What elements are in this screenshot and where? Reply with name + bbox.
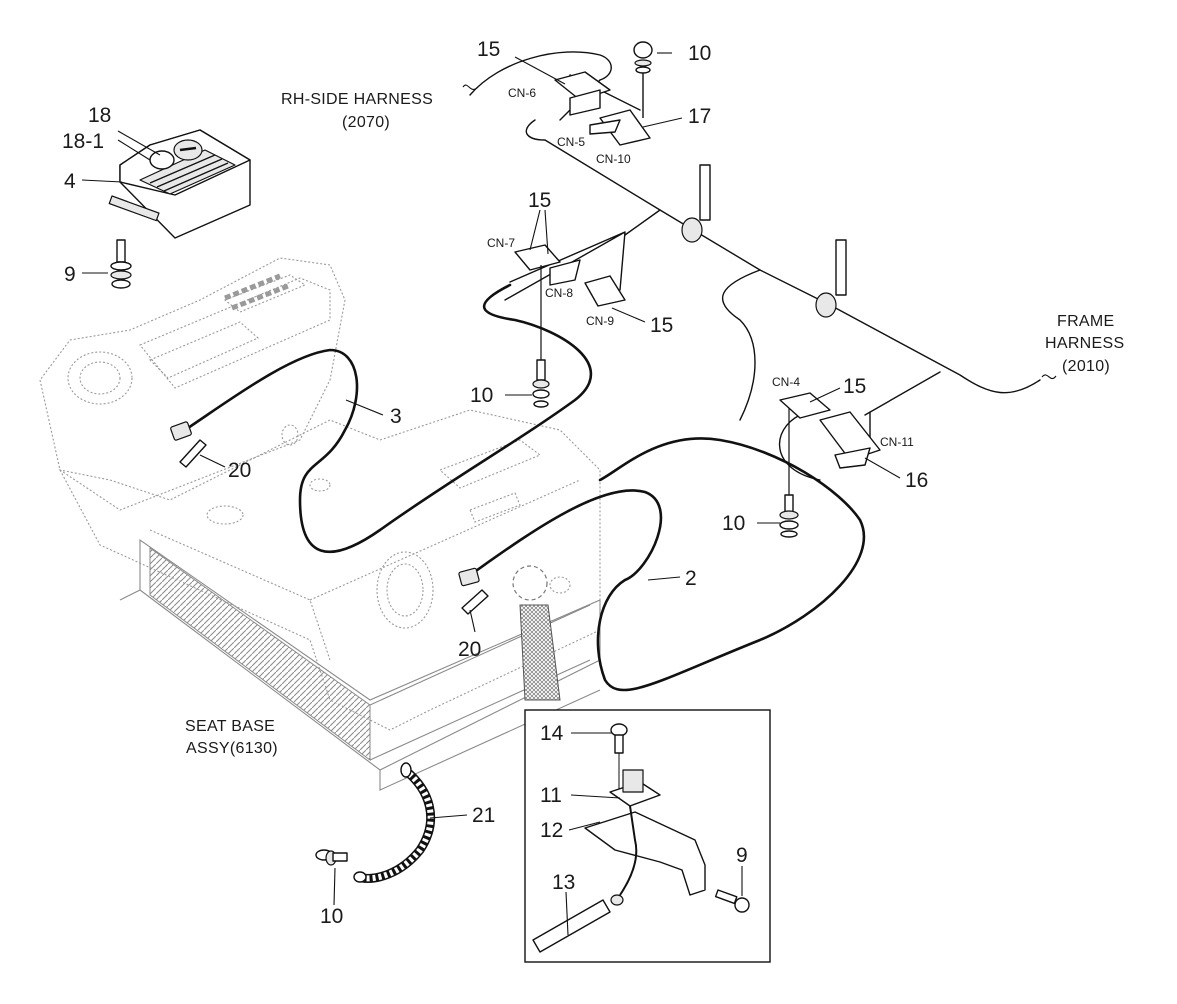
callout-3: 3 [390, 405, 402, 428]
callout-13: 13 [552, 871, 575, 894]
wire-harness-2 [468, 437, 866, 692]
callout-10-bottom: 10 [320, 905, 343, 928]
clip-20-mid [461, 589, 489, 615]
callout-labels: 18 18-1 4 9 15 10 17 15 15 10 3 20 15 16… [62, 38, 928, 928]
ground-strap-21 [353, 762, 436, 883]
callout-9-left: 9 [64, 263, 76, 286]
connector-cn-6: CN-6 [508, 86, 536, 100]
frame-harness-label-2: HARNESS [1045, 335, 1124, 352]
rh-side-harness-code: (2070) [342, 114, 390, 131]
connector-wire-2 [458, 567, 480, 587]
connector-wire-3 [170, 421, 192, 441]
frame-harness-label-1: FRAME [1057, 313, 1115, 330]
inset-seat-switch-detail [524, 709, 771, 963]
callout-20-left: 20 [228, 459, 251, 482]
connector-cn-10: CN-10 [596, 152, 631, 166]
reference-labels: RH-SIDE HARNESS (2070) FRAME HARNESS (20… [185, 91, 1124, 757]
seat-base-label-1: SEAT BASE [185, 718, 275, 735]
clip-20-left [179, 439, 207, 468]
seat-base-label-2: ASSY(6130) [186, 740, 278, 757]
bolt-9-left [110, 239, 132, 289]
callout-10-top: 10 [688, 42, 711, 65]
callout-2: 2 [685, 567, 697, 590]
bracket-cn-mid [514, 244, 626, 307]
rh-side-harness-label: RH-SIDE HARNESS [281, 91, 433, 108]
hidden-connector-outline [512, 565, 548, 601]
callout-15-right: 15 [843, 375, 866, 398]
seat-cushion [58, 409, 601, 731]
bolt-10-bottom [315, 849, 348, 866]
seat-back [39, 257, 346, 511]
bracket-cn-top [554, 71, 651, 146]
callout-18-1: 18-1 [62, 130, 104, 153]
callout-10-right: 10 [722, 512, 745, 535]
leader-lines [81, 52, 1057, 936]
connector-cn-8: CN-8 [545, 286, 573, 300]
frame-harness-code: (2010) [1062, 358, 1110, 375]
callout-20-mid: 20 [458, 638, 481, 661]
callout-11: 11 [540, 784, 562, 807]
connector-cn-11: CN-11 [880, 435, 914, 449]
callout-14: 14 [540, 722, 564, 745]
callout-15-mid: 15 [528, 189, 551, 212]
bolt-10-top [633, 41, 653, 118]
callout-9-inset: 9 [736, 844, 748, 867]
bracket-cn-right [779, 392, 881, 469]
callout-15-top: 15 [477, 38, 500, 61]
callout-10-mid: 10 [470, 384, 493, 407]
console-vent [224, 273, 289, 311]
seat-base-assembly [119, 538, 601, 791]
connector-cn-7: CN-7 [487, 236, 515, 250]
wire-harness-3 [183, 283, 592, 554]
bolt-10-right [779, 408, 799, 538]
connector-labels: CN-6 CN-5 CN-10 CN-7 CN-8 CN-9 CN-4 CN-1… [487, 86, 914, 449]
callout-18: 18 [88, 104, 111, 127]
seat-shield-hatched [519, 604, 561, 701]
connector-cn-9: CN-9 [586, 314, 614, 328]
callout-12: 12 [540, 819, 563, 842]
bolt-10-mid [532, 265, 550, 408]
grommet-upper [681, 164, 711, 243]
callout-17: 17 [688, 105, 711, 128]
connector-cn-4: CN-4 [772, 375, 800, 389]
callout-21: 21 [472, 804, 495, 827]
control-switch-box [108, 129, 251, 239]
callout-16: 16 [905, 469, 928, 492]
callout-4: 4 [64, 170, 76, 193]
grommet-lower [815, 239, 847, 318]
connector-cn-5: CN-5 [557, 135, 585, 149]
callout-15-cn9: 15 [650, 314, 673, 337]
